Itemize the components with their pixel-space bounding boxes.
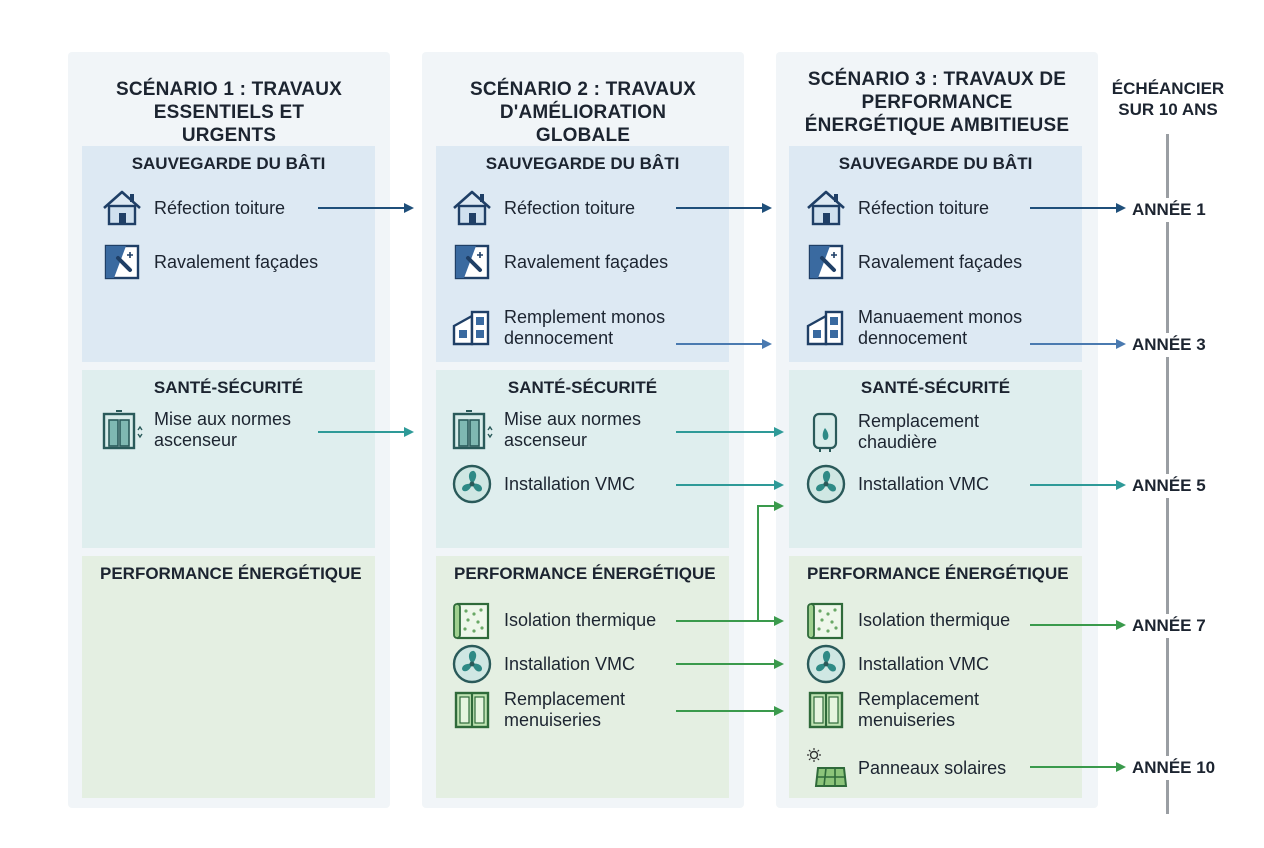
s3-item-monos: Manuaement monos dennocement [804,306,1028,350]
s3-perf-title: PERFORMANCE ÉNERGÉTIQUE [807,564,1069,583]
s1-section-perf: PERFORMANCE ÉNERGÉTIQUE [82,556,375,798]
item-label: Remplacement menuiseries [858,689,980,730]
item-label: Installation VMC [858,653,990,674]
s1-bati-title: SAUVEGARDE DU BÂTI [131,154,326,173]
item-label: Remplacement chaudière [858,411,980,452]
s2-item-menuiseries: Remplacement menuiseries [450,688,674,732]
s2-item-monos: Remplement monos dennocement [450,306,674,350]
year-5-label: ANNÉE 5 [1132,474,1206,498]
item-label: Installation VMC [504,653,636,674]
s2-item-vmc2: Installation VMC [450,642,635,686]
item-label: Installation VMC [858,473,990,494]
s2-item-facades: Ravalement façades [450,240,668,284]
s1-item-toiture: Réfection toiture [100,186,285,230]
scenario-2-title: SCÉNARIO 2 : TRAVAUX D'AMÉLIORATION GLOB… [469,79,697,146]
s3-item-toiture: Réfection toiture [804,186,989,230]
s3-section-sante: SANTÉ-SÉCURITÉ [789,370,1082,548]
item-label: Réfection toiture [504,197,636,218]
item-label: Isolation thermique [858,609,1011,630]
timeline-title: ÉCHÉANCIER SUR 10 ANS [1111,79,1225,119]
s3-item-vmc: Installation VMC [804,462,989,506]
s1-item-ascenseur: Mise aux normes ascenseur [100,408,324,452]
s2-item-toiture: Réfection toiture [450,186,635,230]
s3-item-facades: Ravalement façades [804,240,1022,284]
year-7-label: ANNÉE 7 [1132,614,1206,638]
year-10-label: ANNÉE 10 [1132,756,1216,780]
s3-item-solaires: Panneaux solaires [804,746,1006,790]
s1-sante-title: SANTÉ-SÉCURITÉ [153,378,304,397]
item-label: Manuaement monos dennocement [858,307,1023,348]
arrow-s2-isolation-to-vmc [740,501,784,622]
s3-item-isolation: Isolation thermique [804,598,1010,642]
s3-sante-title: SANTÉ-SÉCURITÉ [860,378,1011,397]
item-label: Isolation thermique [504,609,657,630]
item-label: Réfection toiture [858,197,990,218]
s3-item-vmc2: Installation VMC [804,642,989,686]
s2-item-ascenseur: Mise aux normes ascenseur [450,408,674,452]
s2-sante-title: SANTÉ-SÉCURITÉ [507,378,658,397]
item-label: Ravalement façades [154,251,319,272]
item-label: Réfection toiture [154,197,286,218]
item-label: Remplacement menuiseries [504,689,626,730]
s3-item-menuiseries: Remplacement menuiseries [804,688,1028,732]
s2-section-sante: SANTÉ-SÉCURITÉ [436,370,729,548]
s2-item-vmc: Installation VMC [450,462,635,506]
item-label: Installation VMC [504,473,636,494]
item-label: Mise aux normes ascenseur [154,409,292,450]
item-label: Remplement monos dennocement [504,307,666,348]
s3-item-chaudiere: Remplacement chaudière [804,410,1028,454]
s2-item-isolation: Isolation thermique [450,598,656,642]
year-3-label: ANNÉE 3 [1132,333,1206,357]
s3-bati-title: SAUVEGARDE DU BÂTI [838,154,1033,173]
scenario-1-title: SCÉNARIO 1 : TRAVAUX ESSENTIELS ET URGEN… [115,79,343,146]
item-label: Ravalement façades [858,251,1023,272]
s2-perf-title: PERFORMANCE ÉNERGÉTIQUE [454,564,716,583]
s2-bati-title: SAUVEGARDE DU BÂTI [485,154,680,173]
item-label: Panneaux solaires [858,757,1007,778]
s1-item-facades: Ravalement façades [100,240,318,284]
s1-perf-title: PERFORMANCE ÉNERGÉTIQUE [100,564,362,583]
item-label: Ravalement façades [504,251,669,272]
s1-section-sante: SANTÉ-SÉCURITÉ [82,370,375,548]
year-1-label: ANNÉE 1 [1132,198,1206,222]
scenario-3-title: SCÉNARIO 3 : TRAVAUX DE PERFORMANCE ÉNER… [804,69,1070,136]
item-label: Mise aux normes ascenseur [504,409,642,450]
